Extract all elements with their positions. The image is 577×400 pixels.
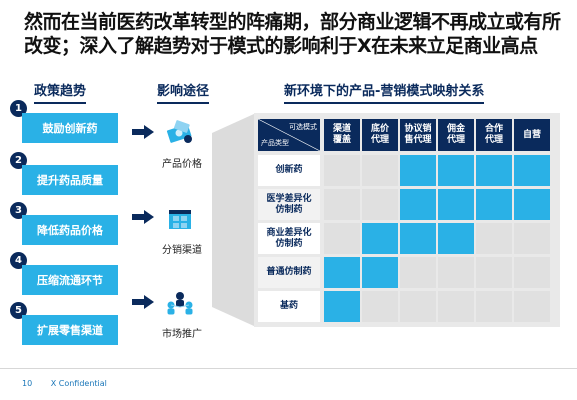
matrix-row-label: 普通仿制药 xyxy=(258,257,320,288)
money-tag-icon xyxy=(166,120,192,143)
policy-number-5: 5 xyxy=(10,302,27,319)
matrix-cell-applicable xyxy=(438,155,474,186)
matrix-cell-empty xyxy=(362,155,398,186)
impact-column-heading: 影响途径 xyxy=(157,80,210,104)
policy-box-1: 鼓励创新药 xyxy=(22,113,118,143)
matrix-column-header: 合作 代理 xyxy=(476,119,512,151)
title-line-1: 然而在当前医药改革转型的阵痛期，部分商业逻辑不再成立或有所 xyxy=(24,11,561,33)
matrix-column-header: 底价 代理 xyxy=(362,119,398,151)
matrix-column-heading: 新环境下的产品-营销模式映射关系 xyxy=(284,80,485,104)
matrix-column-header: 佣金 代理 xyxy=(438,119,474,151)
matrix-cell-applicable xyxy=(476,189,512,220)
matrix-cell-empty xyxy=(362,291,398,322)
arrow-right-icon xyxy=(132,210,154,224)
impact-label-distribution: 分销渠道 xyxy=(162,245,202,256)
matrix-cell-empty xyxy=(514,257,550,288)
matrix-cell-applicable xyxy=(362,223,398,254)
matrix-cell-empty xyxy=(476,223,512,254)
matrix-cell-empty xyxy=(476,257,512,288)
impact-label-price: 产品价格 xyxy=(162,159,202,170)
page-number: 10 xyxy=(22,379,33,388)
arrow-right-icon xyxy=(132,125,154,139)
product-mode-matrix: 可选模式 产品类型 渠道 覆盖底价 代理协议销 售代理佣金 代理合作 代理自营 … xyxy=(254,113,560,327)
policy-box-5: 扩展零售渠道 xyxy=(22,315,118,345)
matrix-column-header: 渠道 覆盖 xyxy=(324,119,360,151)
matrix-cell-empty xyxy=(438,257,474,288)
corner-top-label: 可选模式 xyxy=(289,123,317,131)
matrix-cell-empty xyxy=(324,189,360,220)
matrix-row-label: 创新药 xyxy=(258,155,320,186)
policy-number-3: 3 xyxy=(10,202,27,219)
matrix-cell-applicable xyxy=(400,189,436,220)
people-network-icon xyxy=(167,292,193,315)
matrix-row-label: 医学差异化 仿制药 xyxy=(258,189,320,220)
matrix-cell-empty xyxy=(324,155,360,186)
matrix-cell-empty xyxy=(400,257,436,288)
matrix-cell-empty xyxy=(324,223,360,254)
policy-box-3: 降低药品价格 xyxy=(22,215,118,245)
footer-divider xyxy=(0,368,577,369)
title-line-2: 改变；深入了解趋势对于模式的影响利于X在未来立足商业高点 xyxy=(24,35,538,57)
policy-column-heading: 政策趋势 xyxy=(34,80,87,104)
footer: 10 X Confidential xyxy=(22,379,107,388)
confidential-label: X Confidential xyxy=(50,379,107,388)
matrix-cell-applicable xyxy=(476,155,512,186)
matrix-row-label: 商业差异化 仿制药 xyxy=(258,223,320,254)
warehouse-icon xyxy=(169,210,191,229)
matrix-cell-applicable xyxy=(400,155,436,186)
policy-number-4: 4 xyxy=(10,252,27,269)
arrow-right-icon xyxy=(132,295,154,309)
matrix-row-label: 基药 xyxy=(258,291,320,322)
policy-number-2: 2 xyxy=(10,152,27,169)
matrix-corner: 可选模式 产品类型 xyxy=(258,119,320,151)
matrix-column-header: 自营 xyxy=(514,119,550,151)
impact-label-promotion: 市场推广 xyxy=(162,329,202,340)
policy-number-1: 1 xyxy=(10,100,27,117)
matrix-cell-empty xyxy=(476,291,512,322)
matrix-cell-empty xyxy=(438,291,474,322)
matrix-cell-applicable xyxy=(362,257,398,288)
matrix-cell-applicable xyxy=(324,291,360,322)
matrix-cell-empty xyxy=(400,291,436,322)
slide-title: 然而在当前医药改革转型的阵痛期，部分商业逻辑不再成立或有所 改变；深入了解趋势对… xyxy=(24,10,564,58)
matrix-cell-applicable xyxy=(324,257,360,288)
policy-box-4: 压缩流通环节 xyxy=(22,265,118,295)
corner-bottom-label: 产品类型 xyxy=(261,139,289,147)
matrix-cell-empty xyxy=(362,189,398,220)
matrix-cell-applicable xyxy=(400,223,436,254)
matrix-cell-empty xyxy=(514,291,550,322)
matrix-cell-applicable xyxy=(438,223,474,254)
matrix-column-header: 协议销 售代理 xyxy=(400,119,436,151)
matrix-connector xyxy=(212,113,256,327)
matrix-cell-empty xyxy=(514,223,550,254)
policy-box-2: 提升药品质量 xyxy=(22,165,118,195)
matrix-cell-applicable xyxy=(514,189,550,220)
matrix-cell-applicable xyxy=(514,155,550,186)
matrix-cell-applicable xyxy=(438,189,474,220)
